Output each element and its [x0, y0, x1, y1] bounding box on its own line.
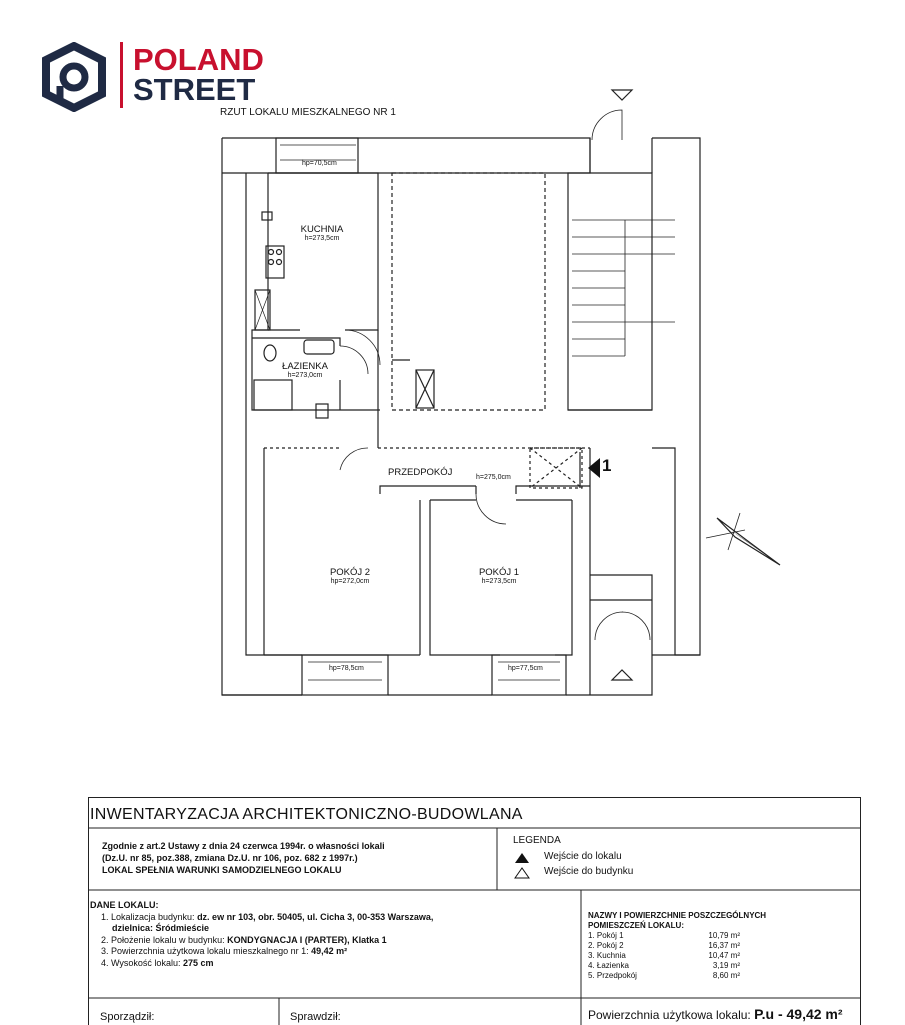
room-height: hp=272,0cm — [330, 578, 370, 585]
window-height-pokoj-2: hp=78,5cm — [329, 665, 364, 672]
unit-data-label: 3. Powierzchnia użytkowa lokalu mieszkal… — [101, 946, 312, 956]
unit-data-value: KONDYGNACJA I (PARTER), Klatka 1 — [227, 934, 387, 945]
room-height: h=273,5cm — [481, 578, 517, 585]
table-row: 1. Pokój 1 10,79 m² — [588, 931, 740, 941]
areas-heading: NAZWY I POWIERZCHNIE POSZCZEGÓLNYCH — [588, 911, 767, 920]
unit-data-label: 2. Położenie lokalu w budynku: — [101, 934, 228, 945]
filled-triangle-icon — [515, 853, 529, 863]
info-panel — [88, 797, 861, 1025]
plan-title: RZUT LOKALU MIESZKALNEGO NR 1 — [220, 107, 396, 118]
unit-data-value: 275 cm — [182, 957, 214, 968]
table-row: 2. Pokój 2 16,37 m² — [588, 941, 740, 951]
room-areas: NAZWY I POWIERZCHNIE POSZCZEGÓLNYCH POMI… — [588, 911, 766, 981]
area-value: 10,79 m² — [708, 931, 740, 940]
room-height: h=275,0cm — [476, 474, 511, 481]
area-name: 3. Kuchnia — [588, 951, 626, 960]
areas-table: 1. Pokój 1 10,79 m² 2. Pokój 2 16,37 m² 3.… — [588, 931, 740, 981]
table-row: 4. Łazienka 3,19 m² — [588, 961, 740, 971]
unit-data-label: 4. Wysokość lokalu: — [101, 957, 183, 968]
areas-heading: POMIESZCZEŃ LOKALU: — [588, 921, 684, 930]
logo-word-poland: POLAND — [133, 42, 264, 77]
legend-label: Wejście do lokalu — [544, 851, 622, 862]
floor-plan-drawing — [221, 89, 781, 696]
room-bathroom: ŁAZIENKA h=273,0cm — [275, 361, 335, 379]
unit-data-value: dzielnica: Śródmieście — [112, 923, 210, 933]
table-row: 5. Przedpokój 8,60 m² — [588, 971, 740, 981]
entry-marker-icon — [588, 458, 600, 478]
unit-data-value: 49,42 m² — [311, 946, 348, 956]
area-name: 2. Pokój 2 — [588, 941, 624, 950]
prepared-by-label: Sporządził: — [100, 1011, 155, 1023]
entry-number: 1 — [602, 456, 612, 475]
unit-data-value: dz. ew nr 103, obr. 50405, ul. Cicha 3, … — [197, 911, 434, 922]
area-value: 10,47 m² — [708, 951, 740, 960]
checked-by-label: Sprawdził: — [290, 1011, 341, 1023]
room-hallway: PRZEDPOKÓJ h=275,0cm — [388, 467, 518, 481]
panel-title: INWENTARYZACJA ARCHITEKTONICZNO-BUDOWLAN… — [90, 806, 523, 823]
law-line: LOKAL SPEŁNIA WARUNKI SAMODZIELNEGO LOKA… — [102, 865, 342, 875]
logo-word-street: STREET — [133, 72, 256, 107]
room-pokoj-1: POKÓJ 1 h=273,5cm — [468, 567, 530, 585]
room-name: POKÓJ 1 — [478, 567, 520, 578]
room-name: POKÓJ 2 — [329, 567, 371, 578]
room-name: PRZEDPOKÓJ — [388, 467, 453, 478]
window-height-kitchen: hp=70,5cm — [302, 160, 337, 167]
unit-data-title: DANE LOKALU: — [90, 900, 159, 910]
area-value: 3,19 m² — [712, 961, 740, 970]
total-area: Powierzchnia użytkowa lokalu: P.u - 49,4… — [588, 1006, 843, 1022]
room-pokoj-2: POKÓJ 2 hp=272,0cm — [320, 567, 380, 585]
legend-title: LEGENDA — [513, 835, 561, 846]
room-kitchen: KUCHNIA h=273,5cm — [292, 224, 352, 242]
logo — [40, 41, 110, 113]
outline-triangle-icon — [514, 867, 530, 879]
room-height: h=273,0cm — [287, 372, 323, 379]
total-area-value: P.u - 49,42 m² — [754, 1006, 843, 1022]
window-height-pokoj-1: hp=77,5cm — [508, 665, 543, 672]
legend-label: Wejście do budynku — [544, 866, 634, 877]
room-height: h=273,5cm — [304, 235, 340, 242]
law-line: Zgodnie z art.2 Ustawy z dnia 24 czerwca… — [102, 841, 385, 851]
law-line: (Dz.U. nr 85, poz.388, zmiana Dz.U. nr 1… — [102, 853, 358, 863]
unit-data-label: 1. Lokalizacja budynku: — [101, 911, 198, 922]
table-row: 3. Kuchnia 10,47 m² — [588, 951, 740, 961]
area-name: 5. Przedpokój — [588, 971, 637, 980]
panel-lines — [89, 827, 860, 1025]
total-area-label: Powierzchnia użytkowa lokalu: — [588, 1008, 755, 1022]
area-value: 16,37 m² — [708, 941, 740, 950]
logo-divider — [120, 42, 123, 108]
area-name: 4. Łazienka — [588, 961, 629, 970]
logo-mark-icon — [42, 41, 106, 113]
room-name: ŁAZIENKA — [282, 361, 328, 372]
unit-data: DANE LOKALU: 1. Lokalizacja budynku: dz.… — [90, 900, 433, 969]
law-reference: Zgodnie z art.2 Ustawy z dnia 24 czerwca… — [102, 840, 385, 876]
area-name: 1. Pokój 1 — [588, 931, 624, 940]
area-value: 8,60 m² — [712, 971, 740, 980]
room-name: KUCHNIA — [300, 224, 344, 235]
